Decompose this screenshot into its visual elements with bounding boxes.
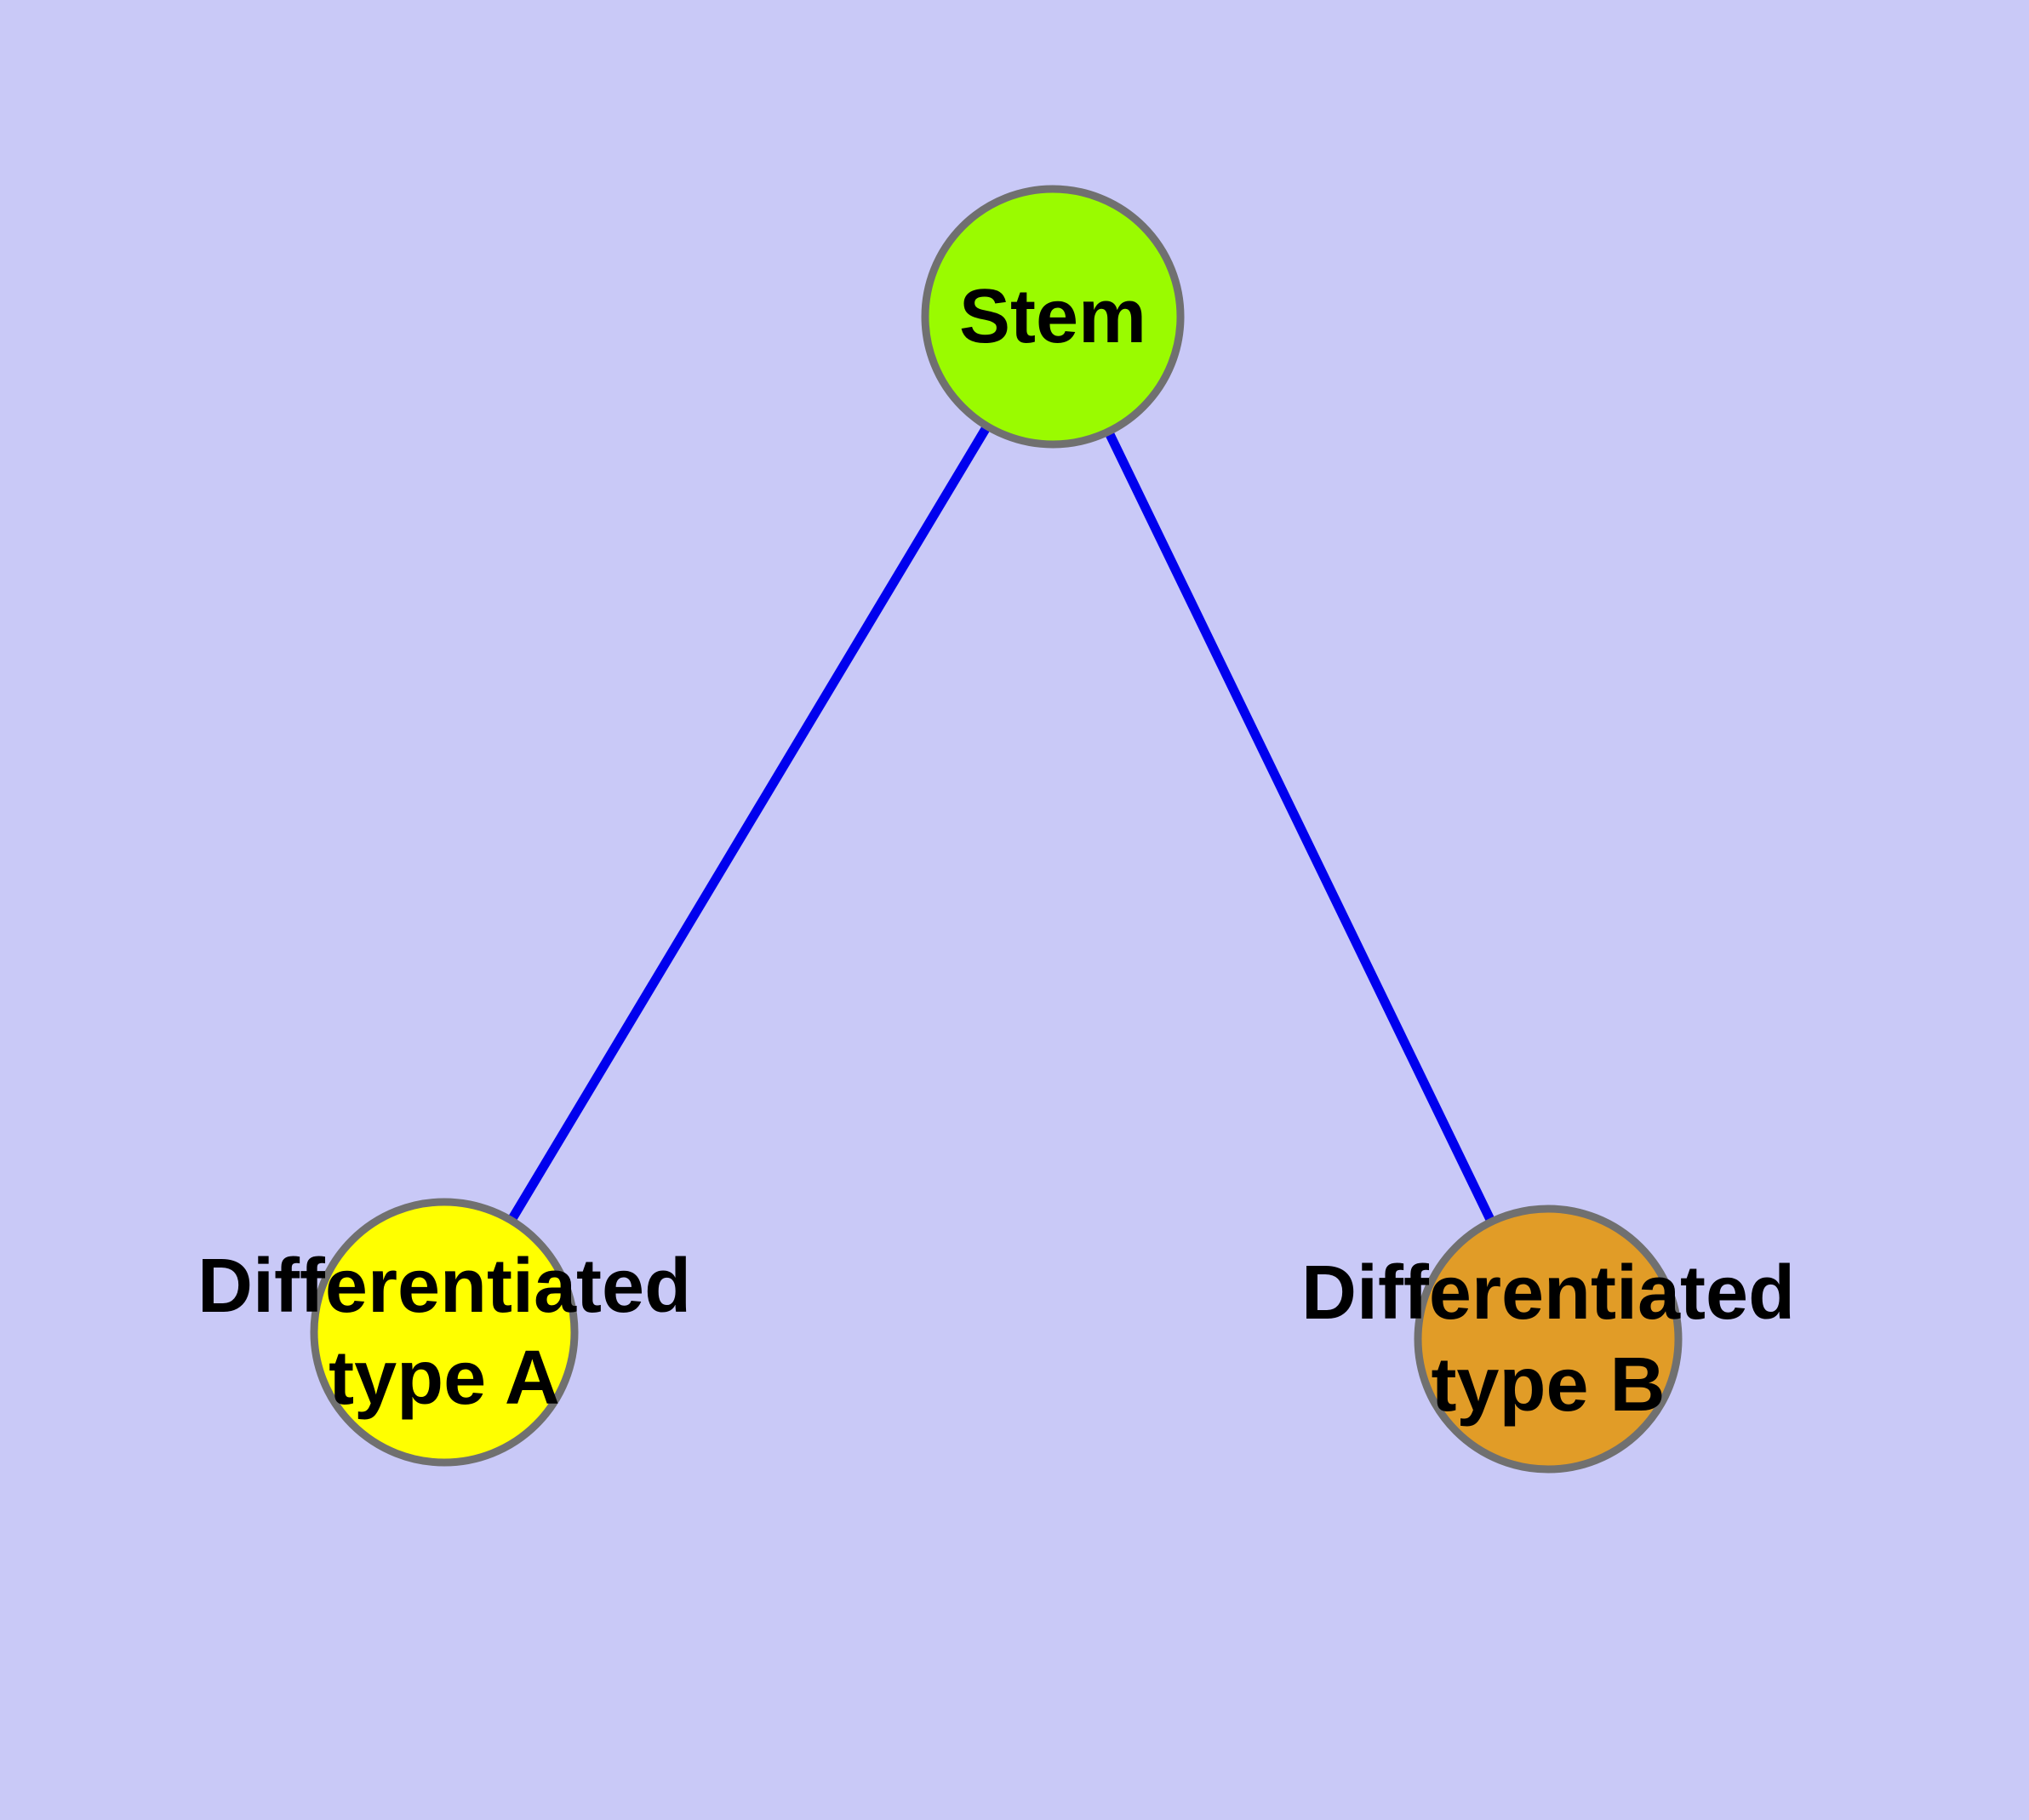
edge-stem-to-type-b: [1049, 314, 1552, 1342]
node-type-b-label: Differentiated type B: [1301, 1247, 1795, 1431]
node-type-a-label: Differentiated type A: [197, 1240, 691, 1424]
edge-stem-to-type-a: [440, 314, 1057, 1335]
node-stem-circle[interactable]: [921, 185, 1185, 449]
node-type-a-label-line1: Differentiated: [197, 1244, 692, 1329]
node-type-b-label-line1: Differentiated: [1300, 1251, 1796, 1336]
node-type-a-circle[interactable]: [310, 1198, 579, 1467]
node-type-a-label-line2: type A: [329, 1336, 560, 1421]
node-stem-label: Stem: [958, 274, 1147, 359]
node-type-b-circle[interactable]: [1414, 1205, 1683, 1474]
node-type-b-label-line2: type B: [1431, 1342, 1666, 1428]
